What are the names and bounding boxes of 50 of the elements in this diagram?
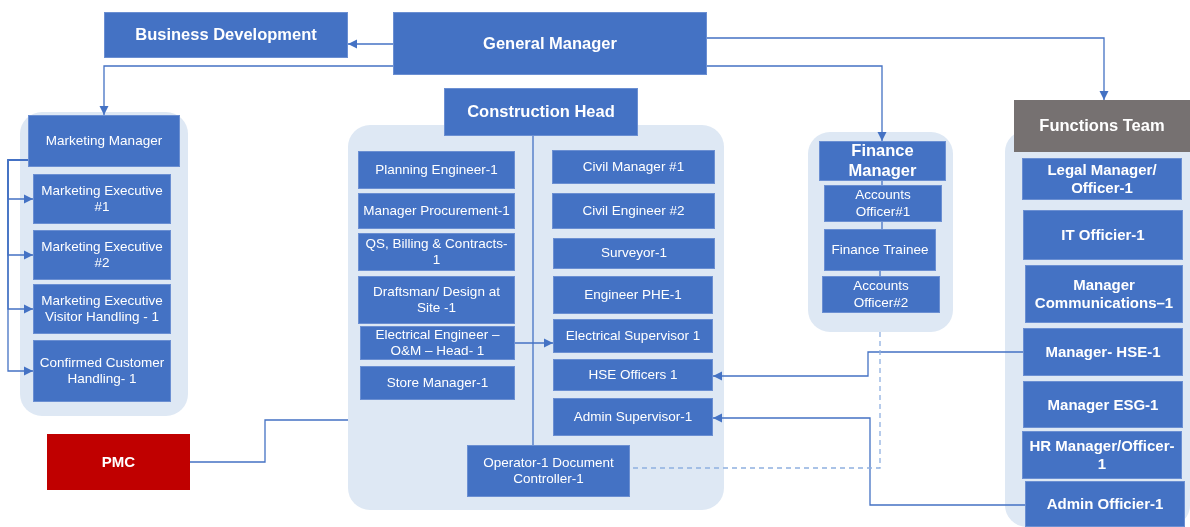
role-box: Marketing Executive Visitor Handling - 1 [33, 284, 171, 334]
role-box: QS, Billing & Contracts-1 [358, 233, 515, 271]
role-box: Store Manager-1 [360, 366, 515, 400]
role-box: Confirmed Customer Handling- 1 [33, 340, 171, 402]
arrow [706, 37, 1109, 101]
role-box: Admin Officier-1 [1025, 481, 1185, 527]
group-panel [348, 125, 724, 510]
role-box: Planning Engineer-1 [358, 151, 515, 189]
group-header-box: Functions Team [1014, 100, 1190, 152]
group-panel [20, 112, 188, 416]
role-box: PMC [47, 434, 190, 490]
arrow [712, 351, 1024, 381]
role-box: Manager Procurement-1 [358, 193, 515, 229]
role-box: Manager- HSE-1 [1023, 328, 1183, 376]
arrow [706, 65, 887, 142]
role-box: Marketing Manager [28, 115, 180, 167]
role-box: Electrical Engineer – O&M – Head- 1 [360, 326, 515, 360]
role-box: Construction Head [444, 88, 638, 136]
role-box: IT Officier-1 [1023, 210, 1183, 260]
role-box: Finance Manager [819, 141, 946, 181]
connector-line [881, 221, 883, 230]
arrow [7, 159, 34, 376]
connector-line [189, 419, 349, 463]
arrow [514, 338, 554, 348]
role-box: HSE Officers 1 [553, 359, 713, 391]
group-panel [808, 132, 953, 332]
role-box: Surveyor-1 [553, 238, 715, 269]
role-box: Civil Manager #1 [552, 150, 715, 184]
connector-line [532, 135, 534, 446]
role-box: Manager Communications–1 [1025, 265, 1183, 323]
role-box: Marketing Executive #1 [33, 174, 171, 224]
role-box: HR Manager/Officer-1 [1022, 431, 1182, 479]
role-box: Draftsman/ Design at Site -1 [358, 276, 515, 324]
arrow [347, 39, 394, 49]
arrow [712, 413, 1026, 506]
role-box: Business Development [104, 12, 348, 58]
role-box: Accounts Officer#2 [822, 276, 940, 313]
role-box: Engineer PHE-1 [553, 276, 713, 314]
connector-line [881, 180, 883, 186]
role-box: Finance Trainee [824, 229, 936, 271]
connector-line [879, 270, 881, 277]
role-box: Legal Manager/ Officer-1 [1022, 158, 1182, 200]
role-box: Marketing Executive #2 [33, 230, 171, 280]
role-box: Accounts Officer#1 [824, 185, 942, 222]
role-box: Electrical Supervisor 1 [553, 319, 713, 353]
role-box: Manager ESG-1 [1023, 381, 1183, 428]
role-box: Operator-1 Document Controller-1 [467, 445, 630, 497]
role-box: Admin Supervisor-1 [553, 398, 713, 436]
role-box: Civil Engineer #2 [552, 193, 715, 229]
role-box: General Manager [393, 12, 707, 75]
